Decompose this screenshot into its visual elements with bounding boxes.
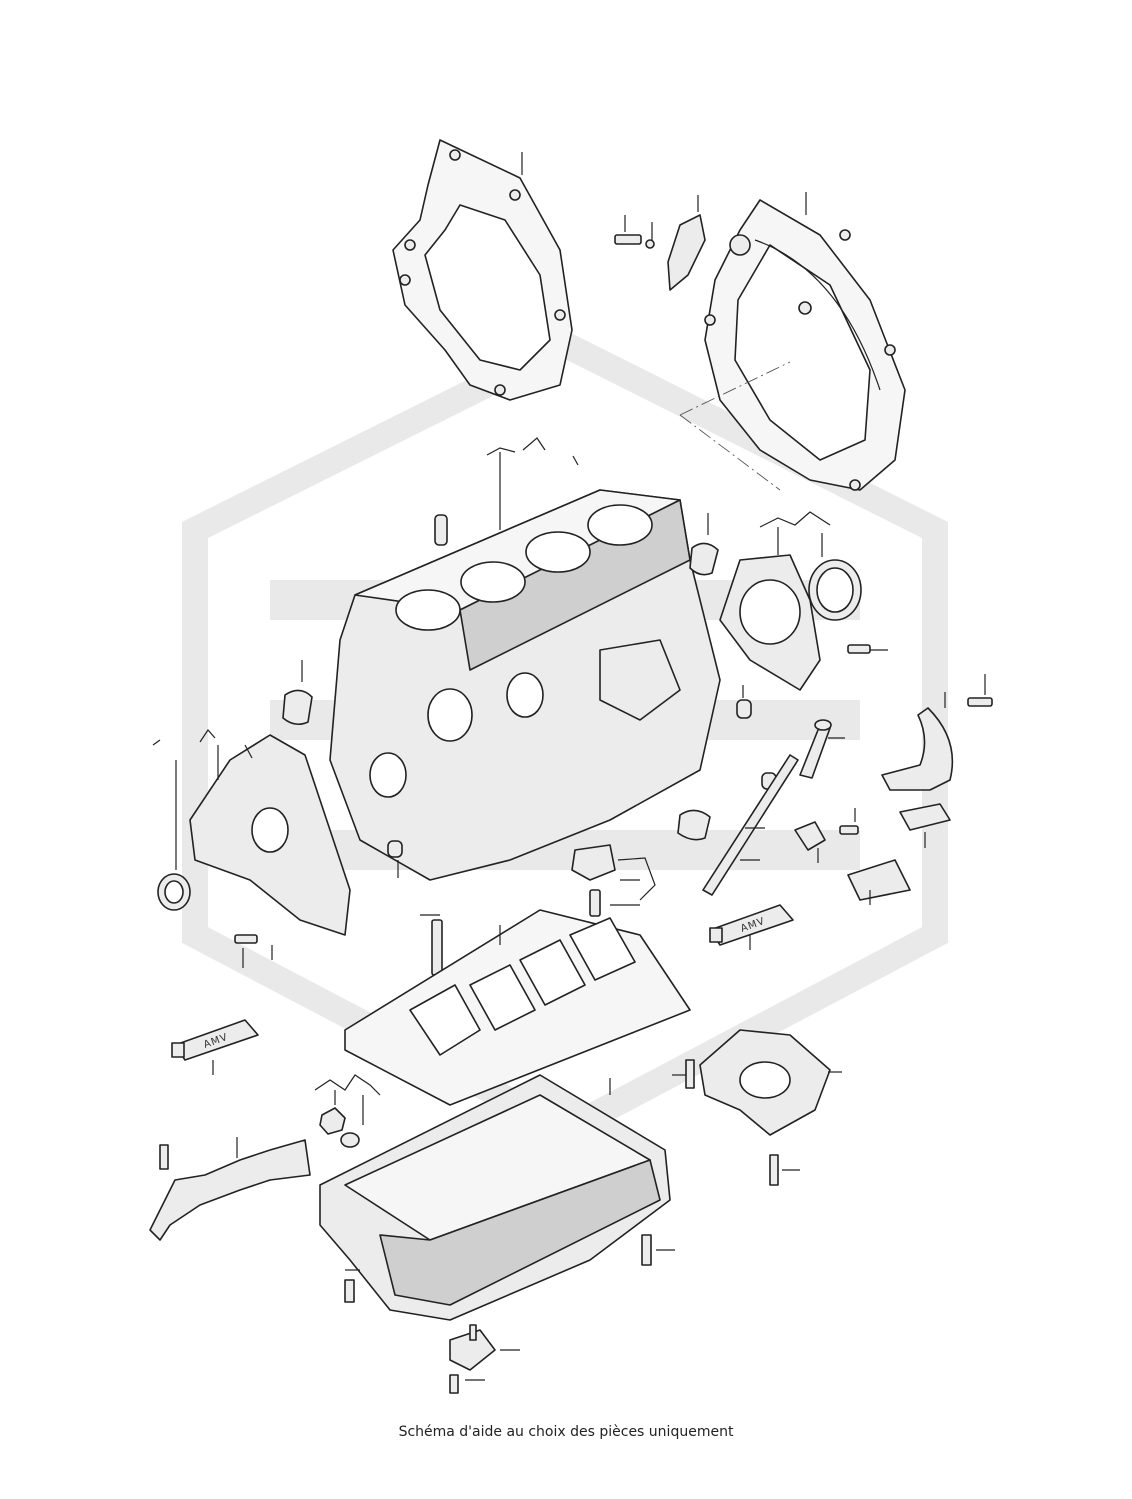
dipstick-tube[interactable] (702, 719, 911, 905)
oil-pan-gasket[interactable] (344, 909, 691, 1106)
oil-level-sensor[interactable] (449, 1324, 520, 1394)
rear-gasket-plate-left[interactable] (392, 139, 573, 401)
oil-pump-housing[interactable] (672, 1029, 842, 1186)
sealant-tube-right[interactable]: AMV (709, 904, 794, 950)
diagram-caption: Schéma d'aide au choix des pièces unique… (398, 1424, 734, 1440)
sensor-bracket[interactable] (571, 844, 656, 917)
long-bolt[interactable] (420, 914, 443, 976)
oil-pan[interactable] (319, 1074, 675, 1321)
flywheel-cover-plate[interactable] (679, 192, 906, 491)
sealant-tube-left[interactable]: AMV (171, 1019, 259, 1075)
right-bracket[interactable] (881, 674, 993, 848)
engine-block[interactable] (329, 437, 721, 881)
front-cover-oil-pump[interactable] (152, 729, 351, 968)
oil-baffle[interactable] (149, 1137, 311, 1241)
rear-seal-flange[interactable] (719, 511, 888, 691)
drain-plug[interactable] (314, 1074, 381, 1148)
small-bracket-top[interactable] (614, 195, 706, 291)
